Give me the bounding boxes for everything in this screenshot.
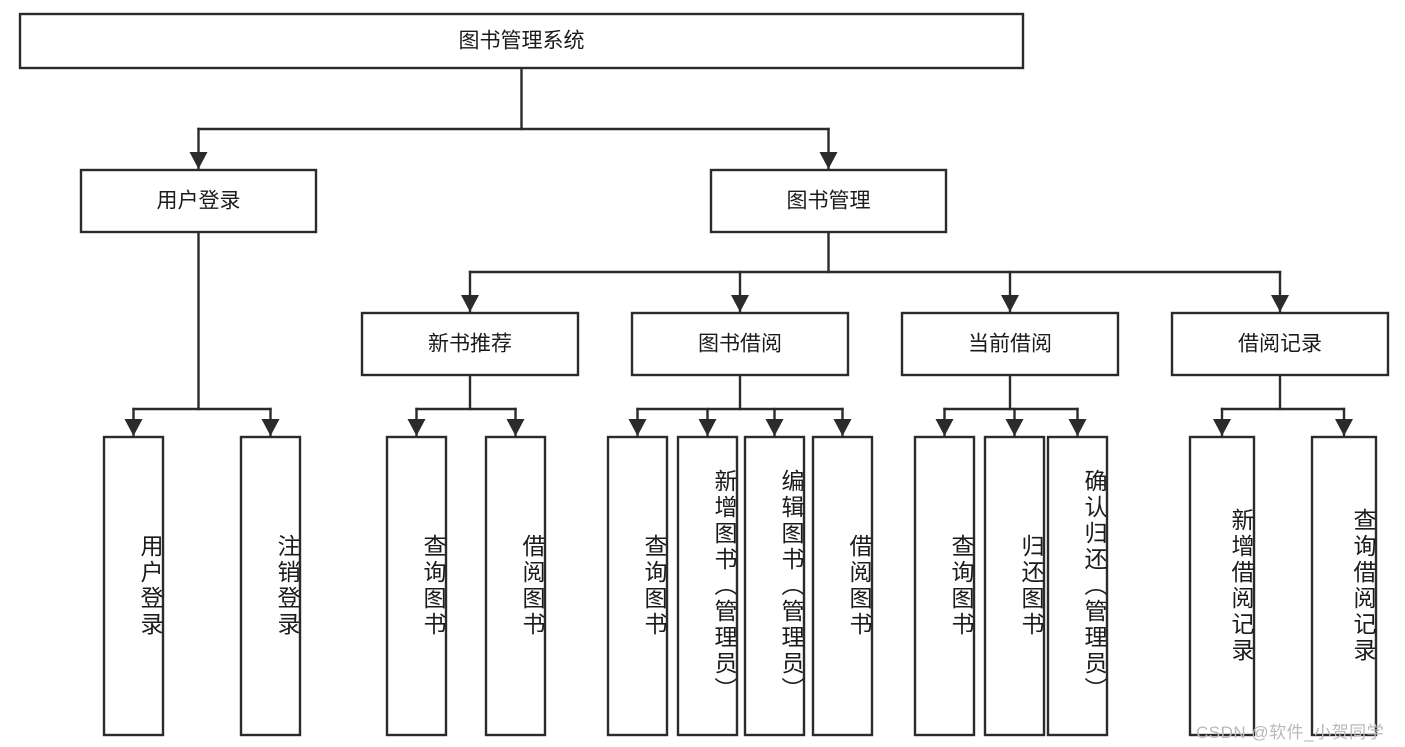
node-label-borrow-record: 借阅记录 <box>1238 333 1322 356</box>
arrow-head-new-book-recommend-0 <box>407 419 426 436</box>
arrow-head-book-borrow-0 <box>628 419 647 436</box>
node-label-book-management: 图书管理 <box>787 190 871 213</box>
arrow-head-root-1 <box>819 152 838 169</box>
node-label-root: 图书管理系统 <box>459 30 585 53</box>
arrow-head-book-management-1 <box>731 295 749 312</box>
leaf-box-leaf-borrow-book-recommend[interactable] <box>484 435 547 737</box>
leaf-box-leaf-add-book-admin[interactable] <box>676 435 739 737</box>
csdn-watermark: CSDN @软件_小贺同学 <box>1196 723 1385 742</box>
arrow-head-book-management-0 <box>461 295 479 312</box>
node-box-borrow-record[interactable] <box>1170 311 1390 377</box>
leaf-box-leaf-edit-book-admin[interactable] <box>743 435 806 737</box>
node-label-user-login: 用户登录 <box>157 190 241 213</box>
leaf-box-leaf-query-book-current[interactable] <box>913 435 976 737</box>
arrow-head-book-management-2 <box>1001 295 1019 312</box>
arrow-head-current-borrow-0 <box>935 419 954 436</box>
node-box-book-management[interactable] <box>709 168 948 234</box>
node-box-user-login[interactable] <box>79 168 318 234</box>
arrow-head-user-login-0 <box>124 419 143 436</box>
node-label-book-borrow: 图书借阅 <box>698 333 782 356</box>
arrow-head-borrow-record-1 <box>1335 419 1353 436</box>
connectors-layer <box>124 66 1353 438</box>
leaf-box-leaf-user-login[interactable] <box>102 435 165 737</box>
node-label-current-borrow: 当前借阅 <box>968 333 1052 356</box>
arrow-head-user-login-1 <box>261 419 280 436</box>
arrow-head-book-borrow-2 <box>765 419 784 436</box>
arrow-head-new-book-recommend-1 <box>506 419 525 436</box>
boxes-layer <box>18 12 1390 737</box>
arrow-head-borrow-record-0 <box>1213 419 1231 436</box>
arrow-head-current-borrow-1 <box>1005 419 1024 436</box>
leaf-box-leaf-add-borrow-record[interactable] <box>1188 435 1256 737</box>
node-box-new-book-recommend[interactable] <box>360 311 580 377</box>
leaf-box-leaf-logout[interactable] <box>239 435 302 737</box>
node-box-current-borrow[interactable] <box>900 311 1120 377</box>
node-label-new-book-recommend: 新书推荐 <box>428 333 512 356</box>
leaf-box-leaf-query-book-borrow[interactable] <box>606 435 669 737</box>
leaf-box-leaf-return-book[interactable] <box>983 435 1046 737</box>
leaf-box-leaf-confirm-return-admin[interactable] <box>1046 435 1109 737</box>
arrow-head-book-management-3 <box>1271 295 1289 312</box>
leaf-box-leaf-query-book-recommend[interactable] <box>385 435 448 737</box>
arrow-head-current-borrow-2 <box>1068 419 1087 436</box>
node-box-root[interactable] <box>18 12 1025 70</box>
leaf-box-leaf-query-borrow-record[interactable] <box>1310 435 1378 737</box>
arrow-head-book-borrow-1 <box>698 419 717 436</box>
arrow-head-book-borrow-3 <box>833 419 852 436</box>
arrow-head-root-0 <box>189 152 208 169</box>
node-box-book-borrow[interactable] <box>630 311 850 377</box>
leaf-box-leaf-borrow-book[interactable] <box>811 435 874 737</box>
